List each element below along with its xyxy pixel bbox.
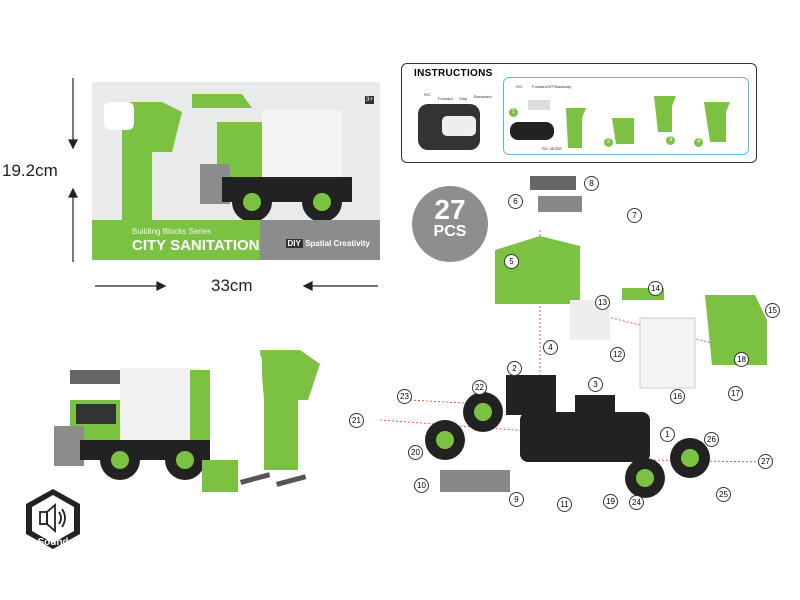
rc-mode-label: R/C MODE — [542, 146, 562, 151]
part-number-7: 7 — [627, 208, 642, 223]
part-number-26: 26 — [704, 432, 719, 447]
package-brand: DIY Spatial Creativity — [285, 239, 370, 248]
piece-count-badge: 27 PCS — [412, 186, 488, 262]
part-number-23: 23 — [397, 389, 412, 404]
part-number-22: 22 — [472, 380, 487, 395]
step-2: 2 — [604, 138, 613, 147]
part-number-15: 15 — [765, 303, 780, 318]
height-dimension: 19.2cm — [2, 161, 58, 180]
age-badge: 3+ — [365, 96, 374, 104]
switch-label: OFF — [547, 84, 555, 89]
step-4: 4 — [694, 138, 703, 147]
part-number-3: 3 — [588, 377, 603, 392]
brand-name: Spatial Creativity — [305, 239, 370, 248]
part-number-4: 4 — [543, 340, 558, 355]
diy-badge: DIY — [285, 239, 303, 248]
package-grey-band — [260, 220, 380, 260]
part-number-19: 19 — [603, 494, 618, 509]
part-number-25: 25 — [716, 487, 731, 502]
part-number-12: 12 — [610, 347, 625, 362]
instructions-title: INSTRUCTIONS — [414, 68, 493, 79]
piece-count-number: 27 — [434, 194, 466, 225]
piece-count-unit: PCS — [433, 223, 467, 240]
part-number-1: 1 — [660, 427, 675, 442]
package-title: CITY SANITATION — [132, 237, 260, 254]
step-1: 1 — [509, 108, 518, 117]
package-series: Building Blocks Series — [132, 227, 212, 236]
width-dimension: 33cm — [211, 276, 253, 295]
package-green-band — [92, 220, 292, 260]
part-number-9: 9 — [509, 492, 524, 507]
switch-label: Backway — [555, 84, 572, 89]
sound-label: Sound — [37, 537, 69, 548]
wheels — [425, 392, 710, 498]
instruction-images — [510, 96, 730, 148]
switch-label: Forward — [532, 84, 547, 89]
package-box: Building Blocks Series CITY SANITATION D… — [92, 82, 380, 260]
part-number-24: 24 — [629, 495, 644, 510]
rc-backward: Backward — [474, 94, 492, 99]
part-number-11: 11 — [557, 497, 572, 512]
rc-forward: Forward — [438, 96, 453, 101]
instructions-steps-panel: R/C Forward OFF Backway R/C MODE 1 2 3 4 — [503, 77, 749, 155]
part-number-27: 27 — [758, 454, 773, 469]
rc-label: R/C — [424, 92, 431, 97]
speaker-icon — [39, 503, 66, 533]
part-number-16: 16 — [670, 389, 685, 404]
part-number-6: 6 — [508, 194, 523, 209]
rc-car-image — [418, 104, 480, 150]
part-number-20: 20 — [408, 445, 423, 460]
part-number-8: 8 — [584, 176, 599, 191]
part-number-17: 17 — [728, 386, 743, 401]
part-number-14: 14 — [648, 281, 663, 296]
step-3: 3 — [666, 136, 675, 145]
part-number-21: 21 — [349, 413, 364, 428]
part-number-18: 18 — [734, 352, 749, 367]
part-number-10: 10 — [414, 478, 429, 493]
part-number-5: 5 — [504, 254, 519, 269]
part-number-13: 13 — [595, 295, 610, 310]
switch-label: R/C — [516, 84, 523, 89]
instructions-panel: INSTRUCTIONS R/C Forward Stop Backward R… — [401, 63, 757, 163]
package-product-image — [104, 94, 352, 232]
assembled-toy-image — [54, 350, 320, 492]
rc-stop: Stop — [459, 96, 468, 101]
sound-badge — [26, 489, 80, 549]
part-number-2: 2 — [507, 361, 522, 376]
